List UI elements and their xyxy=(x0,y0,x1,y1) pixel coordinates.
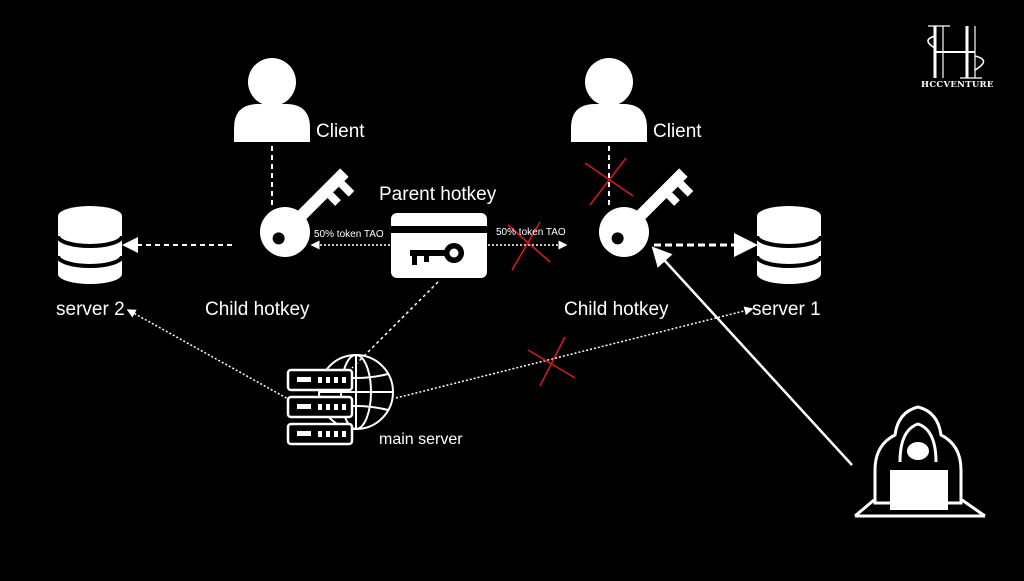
blocked-cross-main-to-server1 xyxy=(527,336,576,387)
server-1-label: server 1 xyxy=(752,299,821,320)
link-parent-to-main-server xyxy=(351,281,439,369)
logo-text: HCCVENTURE xyxy=(921,80,994,90)
globe-icon xyxy=(318,354,394,430)
arrow-main-to-server1 xyxy=(395,306,754,399)
main-server-label: main server xyxy=(379,431,463,448)
child-hotkey-right-label: Child hotkey xyxy=(564,299,669,320)
blocked-cross-parent-right xyxy=(507,221,551,271)
server-2-label: server 2 xyxy=(56,299,125,320)
token-right-label: 50% token TAO xyxy=(496,227,566,238)
hacker-icon xyxy=(854,405,986,518)
arrow-main-to-server2 xyxy=(126,309,291,401)
client-right-label: Client xyxy=(653,121,702,142)
token-left-label: 50% token TAO xyxy=(314,229,384,240)
keycard-icon xyxy=(391,213,487,278)
user-icon xyxy=(234,58,310,142)
child-hotkey-left-label: Child hotkey xyxy=(205,299,310,320)
logo-icon xyxy=(927,25,985,79)
user-icon xyxy=(571,58,647,142)
database-icon xyxy=(755,206,823,284)
arrow-hacker-to-child-right xyxy=(651,246,853,466)
blocked-cross-client-right xyxy=(584,157,634,206)
server-rack-icon xyxy=(286,368,354,446)
parent-hotkey-label: Parent hotkey xyxy=(379,184,497,205)
database-icon xyxy=(56,206,124,284)
key-icon xyxy=(260,168,355,257)
key-icon xyxy=(599,168,694,257)
client-left-label: Client xyxy=(316,121,365,142)
